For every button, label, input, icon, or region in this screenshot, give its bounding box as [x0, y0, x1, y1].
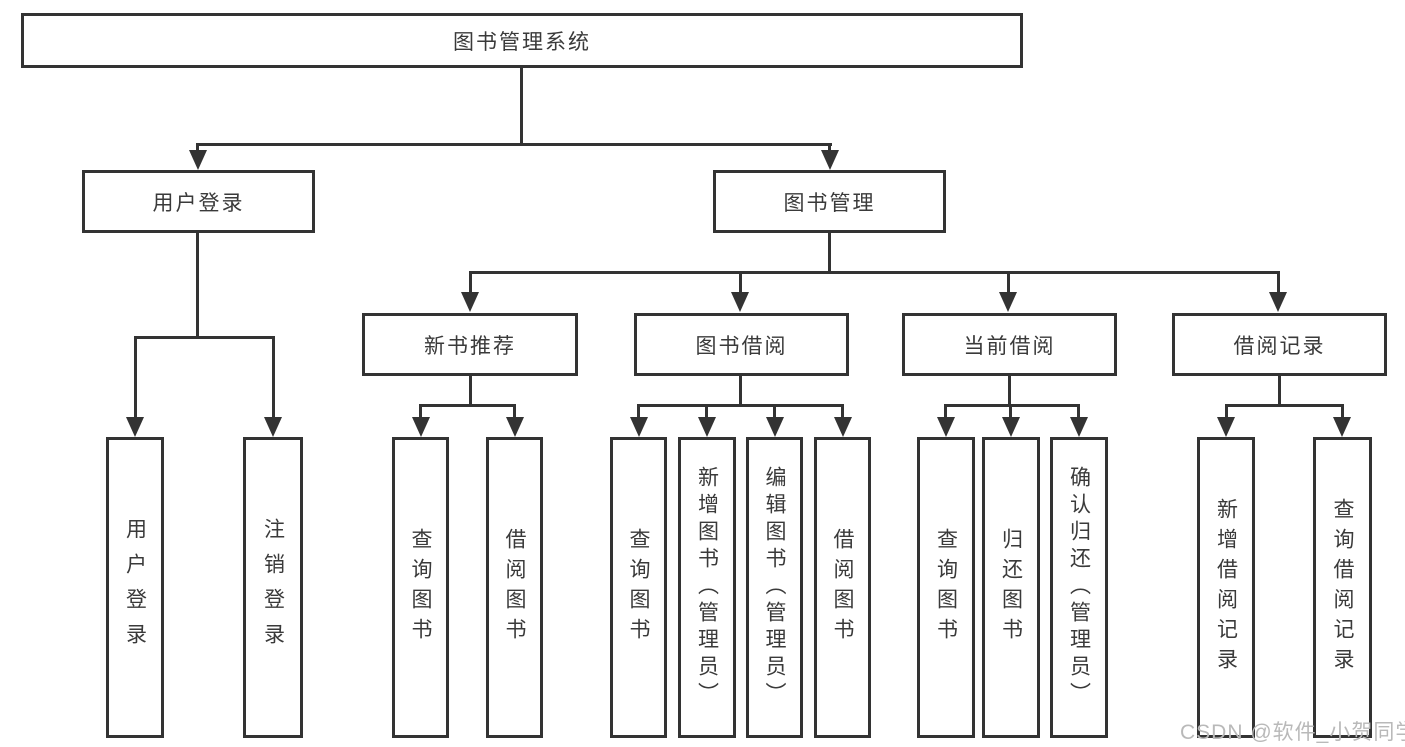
connector-vline	[134, 336, 137, 418]
node-label: 用户登录	[123, 517, 147, 658]
leaf-nb-query-books: 查询图书	[392, 437, 449, 738]
leaf-bb-add-book-admin: 新增图书（管理员）	[678, 437, 736, 738]
node-label: 图书管理	[783, 191, 876, 215]
node-label: 查询借阅记录	[1331, 497, 1354, 678]
node-current-borrow: 当前借阅	[902, 313, 1117, 376]
node-label: 图书借阅	[695, 334, 788, 358]
connector-vline	[1341, 404, 1344, 420]
connector-hline	[1225, 404, 1344, 407]
arrow-down-icon	[821, 150, 839, 170]
connector-vline	[739, 376, 742, 406]
connector-vline	[1009, 404, 1012, 420]
leaf-br-add-record: 新增借阅记录	[1197, 437, 1255, 738]
arrow-down-icon	[766, 417, 784, 437]
connector-vline	[828, 233, 831, 273]
node-label: 新增借阅记录	[1214, 497, 1238, 678]
arrow-down-icon	[1217, 417, 1235, 437]
arrow-down-icon	[506, 417, 524, 437]
node-label: 借阅记录	[1233, 334, 1326, 358]
arrow-down-icon	[1269, 292, 1287, 312]
connector-vline	[1278, 376, 1281, 406]
connector-vline	[841, 404, 844, 420]
connector-vline	[419, 404, 422, 420]
node-user-login: 用户登录	[82, 170, 315, 233]
leaf-nb-borrow-books: 借阅图书	[486, 437, 543, 738]
arrow-down-icon	[189, 150, 207, 170]
connector-vline	[1008, 376, 1011, 406]
connector-vline	[469, 271, 472, 295]
node-book-borrow: 图书借阅	[634, 313, 849, 376]
connector-vline	[773, 404, 776, 420]
leaf-logout: 注销登录	[243, 437, 303, 738]
node-root: 图书管理系统	[21, 13, 1023, 68]
node-new-book-recommend: 新书推荐	[362, 313, 578, 376]
arrow-down-icon	[937, 417, 955, 437]
arrow-down-icon	[461, 292, 479, 312]
node-label: 查询图书	[627, 527, 650, 648]
connector-vline	[944, 404, 947, 420]
connector-hline	[637, 404, 843, 407]
leaf-cb-query-books: 查询图书	[917, 437, 975, 738]
arrow-down-icon	[126, 417, 144, 437]
connector-vline	[1077, 404, 1080, 420]
arrow-down-icon	[698, 417, 716, 437]
connector-hline	[469, 271, 1280, 274]
node-label: 新书推荐	[424, 334, 516, 358]
connector-vline	[1007, 271, 1010, 295]
node-label: 确认归还（管理员）	[1067, 466, 1091, 709]
node-label: 新增图书（管理员）	[695, 466, 719, 709]
leaf-bb-query-books: 查询图书	[610, 437, 667, 738]
node-label: 查询图书	[409, 527, 432, 648]
node-book-management: 图书管理	[713, 170, 946, 233]
leaf-bb-edit-book-admin: 编辑图书（管理员）	[746, 437, 803, 738]
connector-vline	[1277, 271, 1280, 295]
leaf-br-query-record: 查询借阅记录	[1313, 437, 1372, 738]
leaf-cb-return-books: 归还图书	[982, 437, 1040, 738]
arrow-down-icon	[731, 292, 749, 312]
connector-vline	[739, 271, 742, 295]
connector-vline	[828, 143, 831, 153]
connector-hline	[134, 336, 275, 339]
node-label: 图书管理系统	[453, 30, 591, 54]
node-label: 借阅图书	[831, 527, 854, 648]
leaf-bb-borrow-books: 借阅图书	[814, 437, 871, 738]
arrow-down-icon	[834, 417, 852, 437]
arrow-down-icon	[1333, 417, 1351, 437]
arrow-down-icon	[630, 417, 648, 437]
node-label: 查询图书	[934, 527, 958, 648]
arrow-down-icon	[999, 292, 1017, 312]
connector-vline	[520, 68, 523, 146]
connector-hline	[197, 143, 832, 146]
connector-vline	[272, 336, 275, 418]
leaf-cb-confirm-return-admin: 确认归还（管理员）	[1050, 437, 1108, 738]
node-label: 用户登录	[152, 191, 245, 215]
connector-vline	[1225, 404, 1228, 420]
node-label: 借阅图书	[503, 527, 526, 648]
connector-vline	[196, 143, 199, 153]
arrow-down-icon	[412, 417, 430, 437]
connector-vline	[637, 404, 640, 420]
leaf-user-login: 用户登录	[106, 437, 164, 738]
node-label: 归还图书	[999, 527, 1023, 648]
csdn-watermark: CSDN @软件_小贺同学	[1180, 721, 1405, 744]
node-label: 编辑图书（管理员）	[763, 466, 786, 709]
connector-vline	[705, 404, 708, 420]
connector-hline	[944, 404, 1080, 407]
connector-hline	[419, 404, 516, 407]
connector-vline	[196, 233, 199, 339]
node-label: 注销登录	[261, 517, 285, 658]
connector-vline	[469, 376, 472, 406]
arrow-down-icon	[264, 417, 282, 437]
node-borrow-records: 借阅记录	[1172, 313, 1387, 376]
arrow-down-icon	[1002, 417, 1020, 437]
arrow-down-icon	[1070, 417, 1088, 437]
node-label: 当前借阅	[963, 334, 1056, 358]
connector-vline	[513, 404, 516, 420]
